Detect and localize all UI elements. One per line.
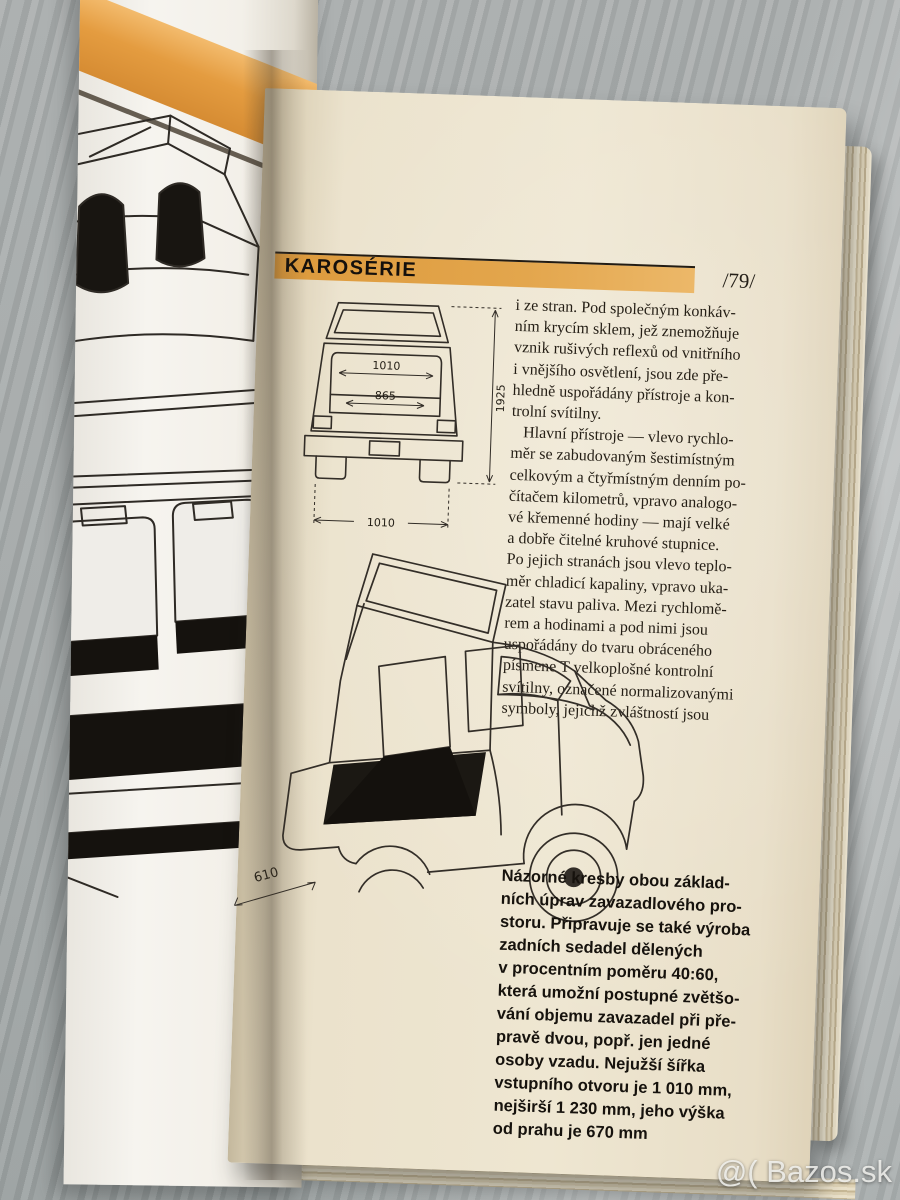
section-title: KAROSÉRIE bbox=[284, 254, 418, 282]
dim-label-mid-width: 865 bbox=[375, 389, 396, 403]
dim-label-610: 610 bbox=[252, 865, 280, 886]
page-number: /79/ bbox=[722, 268, 756, 294]
luggage-compartment-diagram: 610 bbox=[233, 553, 645, 923]
dim-label-top-width: 1010 bbox=[372, 359, 400, 373]
caption-text: Názorné kresby obou základ- ních úprav z… bbox=[492, 866, 751, 1143]
dim-label-bottom-width: 1010 bbox=[367, 516, 395, 530]
watermark: @( Bazos.sk bbox=[715, 1154, 892, 1189]
section-header-band: KAROSÉRIE bbox=[274, 251, 696, 294]
left-page-car-drawing-top bbox=[63, 114, 260, 355]
right-page: KAROSÉRIE /79/ bbox=[227, 88, 847, 1183]
dim-label-height: 1925 bbox=[494, 384, 508, 412]
rear-view-dimension-diagram: 1010 865 1925 1010 bbox=[303, 301, 508, 530]
